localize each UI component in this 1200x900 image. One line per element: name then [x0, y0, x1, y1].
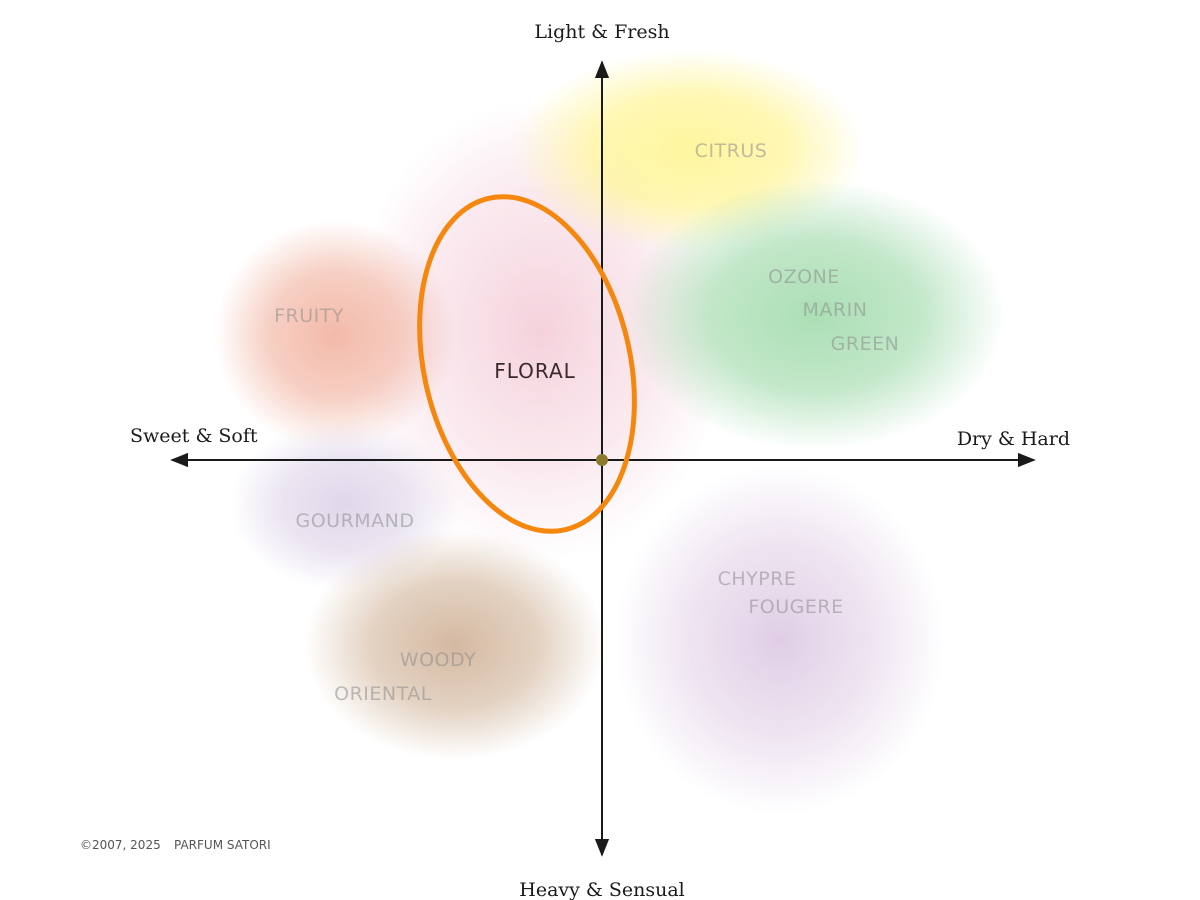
family-label-woody: WOODY: [400, 649, 476, 671]
family-label-citrus: CITRUS: [695, 140, 768, 162]
axis-label-right: Dry & Hard: [957, 428, 1070, 450]
axis-label-top: Light & Fresh: [534, 21, 669, 43]
family-label-marin: MARIN: [803, 299, 868, 321]
brand-text: PARFUM SATORI: [174, 838, 271, 852]
family-label-oriental: ORIENTAL: [334, 683, 432, 705]
axis-label-left: Sweet & Soft: [130, 425, 258, 447]
fruity-region: [215, 220, 455, 450]
family-label-green: GREEN: [831, 333, 900, 355]
ozone-marin-green-region: [625, 180, 1005, 450]
origin-dot: [596, 454, 608, 466]
family-label-ozone: OZONE: [768, 266, 840, 288]
family-label-fougere: FOUGERE: [748, 596, 843, 618]
family-label-gourmand: GOURMAND: [295, 510, 414, 532]
woody-oriental-region: [305, 530, 605, 760]
family-label-fruity: FRUITY: [274, 305, 344, 327]
family-label-floral: FLORAL: [494, 359, 576, 383]
chypre-fougere-region: [615, 465, 945, 815]
copyright-text: ©2007, 2025: [80, 838, 161, 852]
family-label-chypre: CHYPRE: [718, 568, 797, 590]
floral-highlight-ring: [417, 194, 637, 534]
axis-label-bottom: Heavy & Sensual: [519, 879, 685, 900]
